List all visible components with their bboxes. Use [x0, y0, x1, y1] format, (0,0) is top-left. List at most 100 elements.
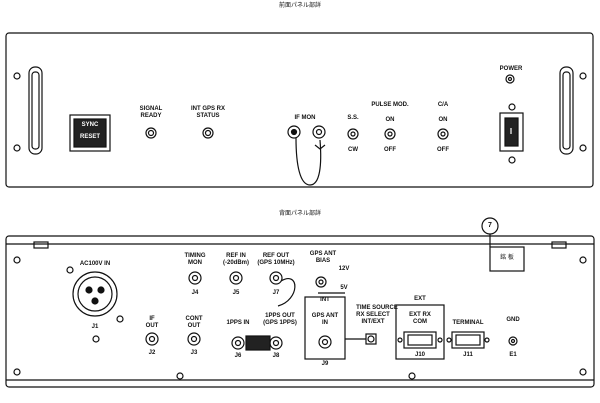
ref-in-connector — [229, 271, 243, 285]
nameplate-label: 銘 板 — [500, 255, 514, 261]
pps-out-label-1: 1PPS OUT — [265, 313, 295, 319]
power-label: POWER — [499, 66, 523, 72]
cont-out-connector — [187, 332, 201, 346]
screw — [579, 144, 587, 152]
sync-label[interactable]: SYNC — [81, 122, 99, 128]
screw — [13, 72, 21, 80]
terminal-label: TERMINAL — [452, 320, 484, 326]
gps-status-led — [202, 127, 214, 139]
j7-label: J7 — [272, 290, 280, 296]
pps-jumper — [245, 335, 271, 351]
pulse-mod-label: PULSE MOD. — [371, 102, 409, 108]
screw — [579, 368, 587, 376]
ss-switch — [347, 128, 359, 140]
j2-label: J2 — [148, 350, 156, 356]
gnd-label: GND — [506, 317, 520, 323]
pps-in-connector — [231, 336, 245, 350]
ref-out-label-1: REF OUT — [262, 253, 290, 259]
int-tag: INT — [320, 297, 330, 303]
ext-tag: EXT — [414, 296, 426, 302]
ca-switch — [437, 128, 449, 140]
gps-status-label-1: INT GPS RX — [190, 106, 226, 112]
pps-in-label: 1PPS IN — [226, 320, 250, 326]
rear-panel-title: 背面パネル部詳 — [278, 211, 322, 217]
bias-5v-label: 5V — [340, 285, 348, 291]
j5-label: J5 — [232, 290, 240, 296]
signal-ready-label-1: SIGNAL — [139, 106, 163, 112]
ext-rx-dsub — [403, 331, 437, 349]
power-switch — [499, 112, 524, 152]
ac-in-label: AC100V IN — [79, 261, 111, 267]
ref-in-label-2: (-20dBm) — [222, 260, 250, 266]
signal-ready-label-2: READY — [140, 113, 162, 119]
j11-label: J11 — [463, 352, 473, 358]
screw — [508, 103, 516, 111]
callout-number: 7 — [488, 222, 492, 229]
if-out-label-1: IF — [149, 316, 155, 322]
screw — [579, 72, 587, 80]
ss-label: S.S. — [347, 115, 359, 121]
j9-label: J9 — [321, 361, 329, 367]
j10-label: J10 — [414, 352, 426, 358]
if-out-connector — [145, 332, 159, 346]
time-source-label-2: RX SELECT — [356, 312, 390, 318]
bias-12v-label: 12V — [338, 266, 350, 272]
if-mon-connector-left — [287, 125, 301, 139]
ref-out-cable — [277, 278, 296, 307]
nameplate — [489, 246, 525, 272]
ref-in-label-1: REF IN — [226, 253, 246, 259]
sync-reset-button — [69, 114, 111, 152]
ref-out-connector — [269, 271, 283, 285]
if-out-label-2: OUT — [145, 323, 159, 329]
power-lamp — [505, 74, 515, 84]
if-mon-label: IF MON — [294, 115, 316, 121]
ext-rx-label-1: EXT RX — [409, 312, 431, 318]
gps-ant-in-connector — [318, 335, 332, 349]
j3-label: J3 — [190, 350, 198, 356]
time-source-label-3: INT/EXT — [361, 319, 385, 325]
gps-ant-in-label-1: GPS ANT — [311, 313, 339, 319]
terminal-dsub — [451, 331, 485, 349]
rear-panel-outline — [5, 235, 595, 388]
screw — [176, 372, 184, 380]
j8-label: J8 — [272, 353, 280, 359]
gps-bias-switch — [315, 276, 327, 288]
pulse-mod-off-label: OFF — [384, 147, 396, 153]
ref-out-label-2: (GPS 10MHz) — [257, 260, 295, 266]
signal-ready-led — [145, 127, 157, 139]
screw — [579, 256, 587, 264]
gps-ant-in-label-2: IN — [322, 320, 328, 326]
cw-label: CW — [348, 147, 358, 153]
time-source-label-1: TIME SOURCE — [356, 305, 398, 311]
j4-label: J4 — [191, 290, 199, 296]
e1-label: E1 — [509, 352, 517, 358]
reset-label[interactable]: RESET — [79, 134, 101, 140]
int-gps-box — [304, 296, 346, 360]
front-left-handle — [28, 66, 43, 155]
cont-out-label-2: OUT — [187, 323, 201, 329]
screw — [13, 368, 21, 376]
timing-mon-label-2: MON — [188, 260, 202, 266]
timing-mon-label-1: TIMING — [184, 253, 206, 259]
screw — [408, 372, 416, 380]
front-panel-outline — [5, 32, 594, 188]
if-mon-connector-right — [312, 125, 326, 139]
screw — [13, 144, 21, 152]
pps-out-label-2: (GPS 1PPS) — [263, 320, 297, 326]
ca-on-label: ON — [438, 117, 448, 123]
if-mon-loop-cable — [295, 137, 322, 186]
ca-off-label: OFF — [437, 147, 449, 153]
j6-label: J6 — [234, 353, 242, 359]
pulse-mod-switch — [384, 128, 396, 140]
ext-rx-label-2: COM — [413, 319, 427, 325]
screw — [13, 256, 21, 264]
j1-label: J1 — [91, 324, 99, 330]
gnd-terminal — [508, 336, 518, 346]
front-right-handle — [559, 66, 574, 155]
gps-bias-label-2: BIAS — [315, 258, 331, 264]
ca-label: C/A — [437, 102, 449, 108]
timing-mon-connector — [188, 271, 202, 285]
front-panel-title: 前面パネル部詳 — [278, 3, 322, 9]
